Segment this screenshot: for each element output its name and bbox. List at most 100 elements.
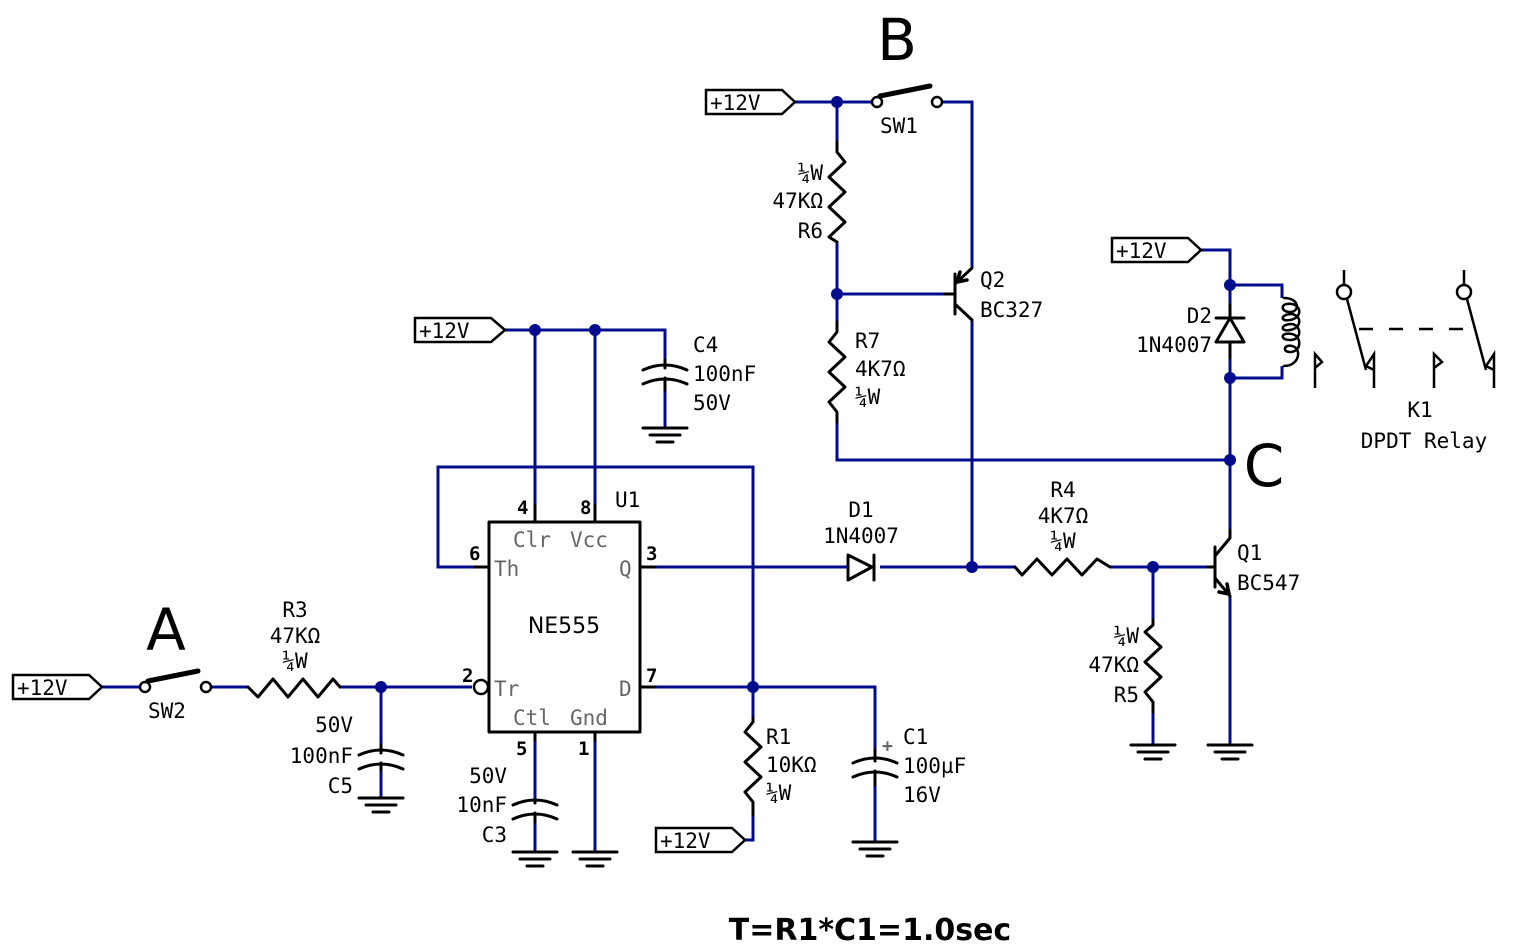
- junction-dot: [1224, 372, 1236, 384]
- power-flag-label: +12V: [1116, 239, 1167, 263]
- ground-icon: [1206, 743, 1254, 761]
- capacitor-c3: 50V 10nF C3: [456, 764, 559, 847]
- u1-ref: U1: [615, 488, 640, 512]
- wire: [1230, 283, 1284, 298]
- capacitor-c4: C4 100nF 50V: [641, 333, 756, 415]
- trigger-inverter-bubble: [472, 678, 490, 696]
- pin-stub: [473, 503, 657, 742]
- c5-ref: C5: [328, 774, 353, 798]
- ic-u1: NE555 U1 Clr Vcc Th Q Tr D Ctl Gnd 4 8 6…: [462, 488, 657, 760]
- resistor-icon: [743, 716, 763, 817]
- pin-num-d: 7: [646, 665, 657, 687]
- c5-value: 100nF: [290, 744, 353, 768]
- junction-dot: [747, 681, 759, 693]
- pin-num-gnd: 1: [578, 738, 589, 760]
- resistor-r3: R3 47KΩ ¼W: [246, 598, 342, 699]
- d1-ref: D1: [848, 498, 873, 522]
- junction-dot: [1224, 454, 1236, 466]
- junction-dot: [831, 96, 843, 108]
- relay-no-contact-icon: [1364, 349, 1376, 388]
- switch-lever-icon: [145, 668, 201, 684]
- c1-ref: C1: [903, 725, 928, 749]
- sw2-ref: SW2: [148, 699, 186, 723]
- u1-value: NE555: [528, 614, 600, 639]
- resistor-r1: R1 10KΩ ¼W: [743, 716, 817, 817]
- c3-ref: C3: [482, 823, 507, 847]
- diode-d2: D2 1N4007: [1136, 303, 1246, 360]
- pin-name-clr: Clr: [513, 528, 551, 552]
- k1-ref: K1: [1407, 398, 1432, 422]
- r3-power: ¼W: [282, 649, 308, 673]
- d2-value: 1N4007: [1136, 333, 1212, 357]
- pin-name-th: Th: [494, 557, 519, 581]
- c1-polarity: +: [882, 736, 893, 757]
- transistor-pnp-icon: [943, 266, 974, 322]
- power-flag-relay: +12V: [1110, 236, 1203, 264]
- ground-icon: [1129, 743, 1177, 761]
- wire: [942, 100, 974, 268]
- ic-body: [487, 520, 642, 734]
- pin-num-q: 3: [646, 543, 657, 565]
- ground-icon: [641, 426, 689, 444]
- relay-pivot-icon: [1455, 283, 1473, 301]
- section-label-b: B: [877, 6, 917, 74]
- capacitor-icon: [641, 358, 689, 392]
- power-flag-label: +12V: [419, 319, 470, 343]
- q2-ref: Q2: [980, 268, 1005, 292]
- wire: [1201, 248, 1232, 305]
- switch-contact-icon: [870, 95, 884, 109]
- d2-ref: D2: [1187, 304, 1212, 328]
- grounds: [357, 426, 1254, 868]
- r7-power: ¼W: [855, 385, 881, 409]
- timing-formula: T=R1*C1=1.0sec: [729, 913, 1011, 948]
- c1-value: 100µF: [903, 754, 966, 778]
- pin-name-ctl: Ctl: [513, 706, 551, 730]
- resistor-icon: [1143, 618, 1163, 714]
- r1-ref: R1: [766, 725, 791, 749]
- power-flag-icon: [654, 826, 747, 854]
- q1-ref: Q1: [1237, 541, 1262, 565]
- sw1-ref: SW1: [880, 114, 918, 138]
- junction-dot: [966, 561, 978, 573]
- switch-contact-icon: [199, 680, 213, 694]
- transistor-q1: Q1 BC547: [1206, 528, 1300, 598]
- transistor-arrow-icon: [1217, 582, 1231, 596]
- wire: [655, 685, 877, 750]
- switch-lever-icon: [877, 83, 933, 99]
- resistor-icon: [246, 677, 342, 699]
- resistor-r4: R4 4K7Ω ¼W: [1013, 478, 1112, 577]
- power-flag-icon: [11, 673, 104, 701]
- junction-dot: [1224, 279, 1236, 291]
- transistor-npn-icon: [1206, 528, 1232, 598]
- junctions: [375, 96, 1236, 693]
- power-flag-u1: +12V: [413, 316, 507, 344]
- power-flag-label: +12V: [17, 676, 68, 700]
- capacitor-c1: + C1 100µF 16V: [851, 725, 966, 807]
- junction-dot: [589, 324, 601, 336]
- pin-num-th: 6: [469, 543, 480, 565]
- wire: [1230, 366, 1284, 380]
- resistor-icon: [827, 320, 847, 424]
- d1-value: 1N4007: [823, 524, 899, 548]
- power-flag-icon: [704, 88, 797, 116]
- c4-ref: C4: [693, 333, 718, 357]
- wires: [102, 100, 1284, 852]
- pin-name-d: D: [619, 677, 632, 701]
- relay-blade-icon: [1465, 298, 1488, 371]
- junction-dot: [375, 681, 387, 693]
- pin-name-gnd: Gnd: [570, 706, 608, 730]
- power-flag-icon: [1110, 236, 1203, 264]
- resistor-icon: [827, 140, 847, 244]
- r5-ref: R5: [1114, 683, 1139, 707]
- transistor-q2: Q2 BC327: [943, 266, 1043, 322]
- ground-icon: [851, 840, 899, 858]
- r6-power: ¼W: [798, 161, 824, 185]
- wire: [745, 815, 755, 842]
- ground-icon: [357, 796, 405, 814]
- relay-pivot-icon: [1335, 283, 1353, 301]
- pin-num-tr: 2: [462, 665, 473, 687]
- switch-contact-icon: [138, 680, 152, 694]
- r7-ref: R7: [855, 329, 880, 353]
- r3-ref: R3: [282, 598, 307, 622]
- power-flag-label: +12V: [710, 91, 761, 115]
